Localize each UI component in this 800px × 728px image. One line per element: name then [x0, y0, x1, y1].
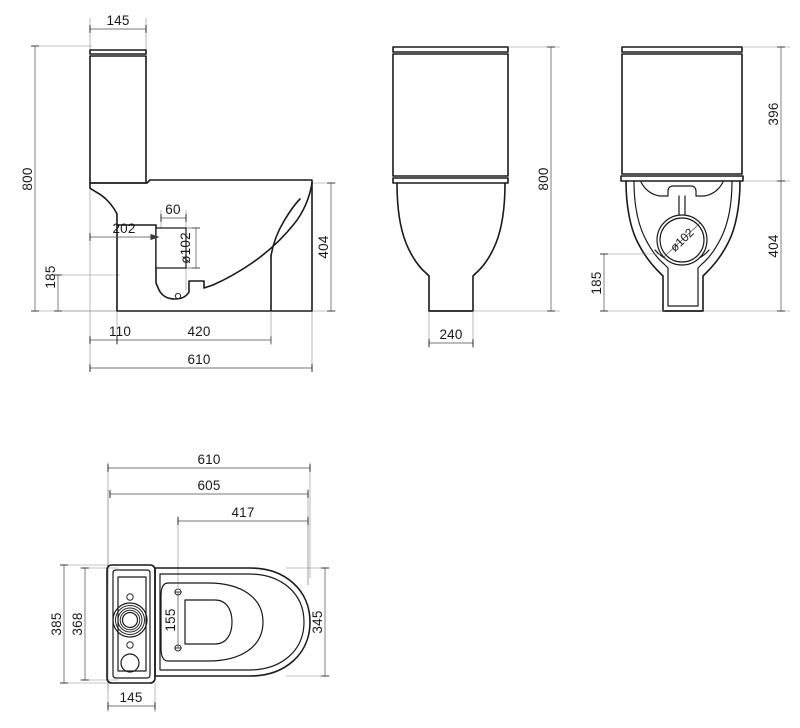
dim-label-plan-345: 345	[310, 610, 325, 633]
side-outlet-spigot	[155, 227, 187, 269]
dimension-front-800: 800	[536, 46, 556, 312]
dimension-plan-368: 368	[70, 567, 90, 681]
dimension-front-240: 240	[428, 327, 474, 348]
plan-cistern-outline	[106, 564, 156, 684]
dim-label-plan-417: 417	[231, 505, 254, 520]
dimension-side-404: 404	[316, 182, 336, 312]
dimension-plan-145: 145	[107, 690, 156, 711]
dim-label-side-d102: ø102	[178, 232, 193, 264]
dim-label-side-145: 145	[106, 13, 129, 28]
dimension-side-420: 420	[116, 311, 272, 345]
dimension-plan-610: 610	[107, 452, 311, 473]
dim-label-plan-385: 385	[49, 612, 64, 635]
dim-label-plan-605: 605	[197, 478, 220, 493]
dim-label-plan-610: 610	[197, 452, 220, 467]
side-elevation-view: 145 800 20	[20, 13, 336, 373]
dimension-side-610: 610	[89, 352, 313, 373]
dimension-side-145: 145	[89, 13, 147, 34]
plan-bowl-outline	[154, 567, 311, 677]
dim-label-side-60: 60	[165, 202, 180, 217]
rear-outlet-circle: ø102	[656, 214, 708, 266]
dim-label-side-420: 420	[187, 324, 210, 339]
dim-label-rear-404: 404	[766, 234, 781, 257]
dim-label-front-800: 800	[536, 167, 551, 190]
dim-label-side-610: 610	[187, 352, 210, 367]
dimension-plan-417: 417	[177, 505, 309, 526]
dim-label-plan-155: 155	[163, 608, 178, 631]
dim-label-rear-185: 185	[589, 271, 604, 294]
dimension-side-60: 60	[160, 202, 187, 223]
plan-flush-buttons	[112, 593, 148, 673]
dim-label-side-202: 202	[112, 221, 135, 236]
dimension-plan-605: 605	[109, 478, 309, 499]
dim-label-side-110: 110	[109, 324, 131, 339]
dim-label-side-404: 404	[316, 235, 331, 258]
dimension-rear-185: 185	[589, 253, 609, 312]
dimension-side-800: 800	[20, 45, 40, 312]
side-pan-outline	[89, 179, 313, 312]
dimension-side-110: 110	[89, 324, 131, 345]
dimension-plan-155: 155	[163, 591, 183, 649]
dimension-side-202: 202	[89, 221, 160, 242]
dimension-side-d102: ø102	[178, 227, 201, 269]
dim-label-side-185: 185	[43, 265, 58, 288]
dim-label-plan-145: 145	[119, 690, 142, 705]
plan-view: 610 605 417	[49, 452, 330, 712]
dimension-rear-404: 404	[766, 180, 786, 312]
dim-label-front-240: 240	[439, 327, 462, 342]
dim-label-plan-368: 368	[70, 612, 85, 635]
dimension-plan-345: 345	[310, 567, 330, 677]
dimension-plan-385: 385	[49, 564, 69, 684]
dim-label-rear-396: 396	[766, 102, 781, 125]
dimension-rear-396: 396	[766, 46, 786, 182]
front-elevation-view: 800 240	[392, 46, 560, 348]
front-pan-outline	[396, 182, 506, 312]
dim-label-side-800: 800	[20, 167, 35, 190]
front-cistern-outline	[392, 46, 509, 184]
dimension-side-185: 185	[43, 265, 63, 312]
rear-elevation-view: ø102 396 404 185	[589, 46, 790, 312]
